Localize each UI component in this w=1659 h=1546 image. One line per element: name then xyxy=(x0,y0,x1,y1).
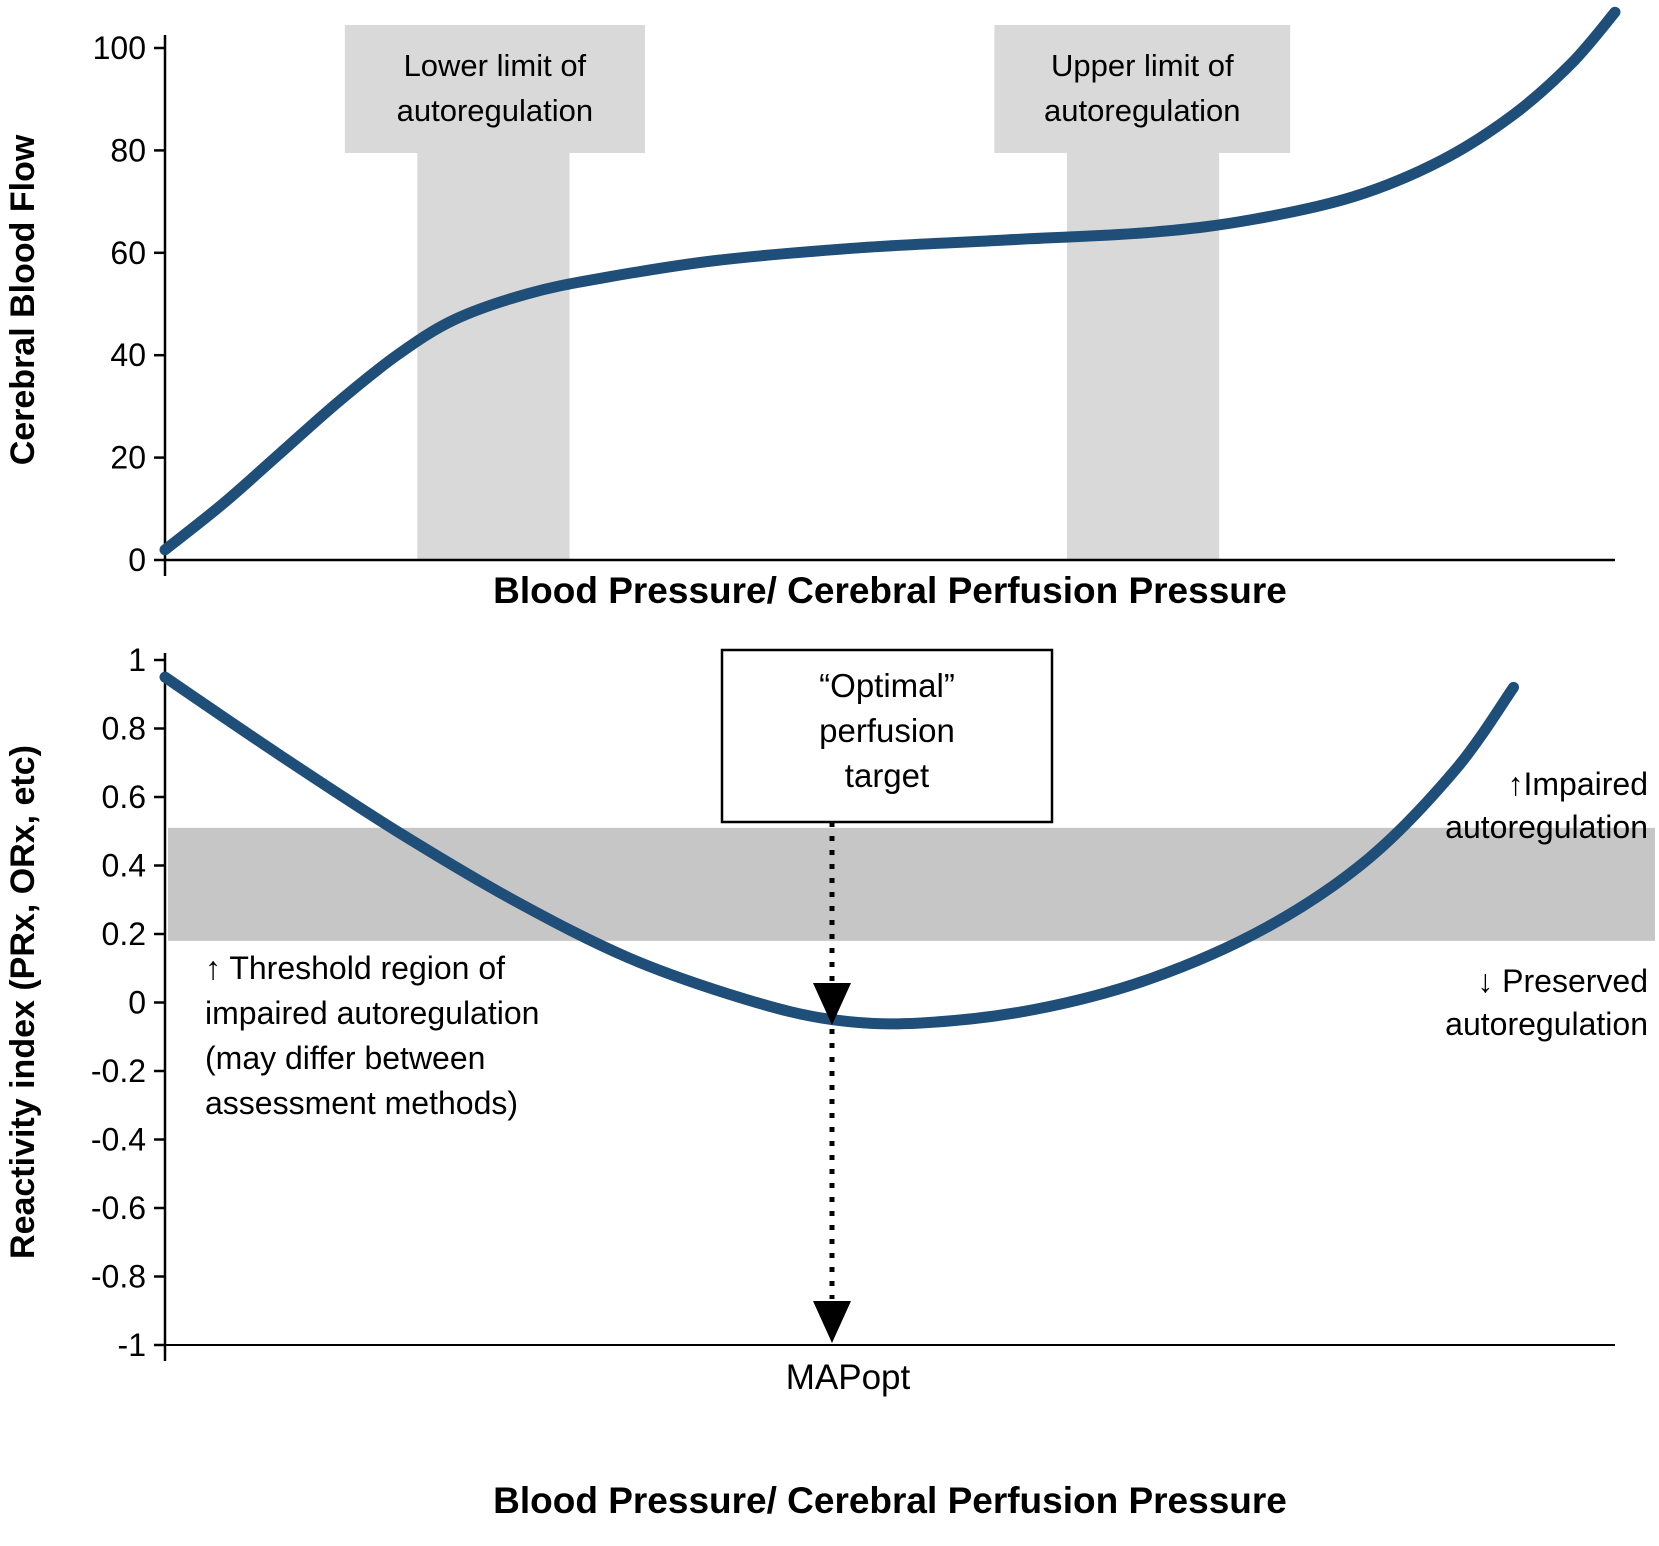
upper-limit-band-stem xyxy=(1066,153,1220,560)
y-tick-label: 0.8 xyxy=(102,711,146,747)
impaired-autoregulation-annotation: ↑Impaired xyxy=(1508,766,1649,802)
y-tick-label: 20 xyxy=(110,440,146,476)
optimal-target-label: target xyxy=(845,757,929,794)
impaired-autoregulation-annotation: autoregulation xyxy=(1445,809,1648,845)
lower-limit-band-label: Lower limit of xyxy=(404,48,587,83)
cerebral-blood-flow-curve xyxy=(159,6,1621,556)
cbf-y-axis-title: Cerebral Blood Flow xyxy=(4,134,42,465)
threshold-region-annotation: (may differ between xyxy=(205,1040,485,1076)
optimal-target-label: perfusion xyxy=(819,712,955,749)
optimal-arrowhead-at-curve xyxy=(813,983,851,1025)
y-tick-label: -0.6 xyxy=(91,1190,146,1226)
y-tick-label: 40 xyxy=(110,337,146,373)
optimal-target-box xyxy=(720,648,1054,824)
reactivity-x-axis-title: Blood Pressure/ Cerebral Perfusion Press… xyxy=(493,1480,1287,1521)
reactivity-plot-area: 1 0.8 0.6 0.4 0.2 0 -0.2 -0.4 -0.6 -0.8 -1 “Optimal… xyxy=(91,642,1655,1397)
upper-limit-band-label: Upper limit of xyxy=(1051,48,1234,83)
lower-limit-band-stem xyxy=(417,153,570,560)
threshold-region-annotation: assessment methods) xyxy=(205,1085,518,1121)
y-tick-label: -0.2 xyxy=(91,1053,146,1089)
reactivity-chart: 1 0.8 0.6 0.4 0.2 0 -0.2 -0.4 -0.6 -0.8 -1 “Optimal… xyxy=(4,642,1655,1521)
lower-limit-band-label: autoregulation xyxy=(397,93,594,128)
upper-limit-band-label: autoregulation xyxy=(1044,93,1241,128)
y-tick-label: -1 xyxy=(118,1327,146,1363)
y-tick-label: 0 xyxy=(128,985,146,1021)
reactivity-index-curve xyxy=(159,671,1519,1030)
y-tick-label: 0.2 xyxy=(102,916,146,952)
y-tick-label: -0.4 xyxy=(91,1122,146,1158)
threshold-band xyxy=(168,827,1655,941)
y-tick-label: 0.6 xyxy=(102,779,146,815)
cbf-plot-area: Lower limit of autoregulation Upper limit … xyxy=(93,6,1621,578)
mapopt-label: MAPopt xyxy=(786,1358,911,1397)
upper-limit-band-label-box xyxy=(994,25,1291,153)
y-tick-label: 60 xyxy=(110,235,146,271)
reactivity-y-axis-title: Reactivity index (PRx, ORx, etc) xyxy=(4,745,42,1259)
y-tick-label: -0.8 xyxy=(91,1259,146,1295)
preserved-autoregulation-annotation: ↓ Preserved xyxy=(1477,963,1648,999)
y-tick-label: 0 xyxy=(128,542,146,578)
optimal-target-label: “Optimal” xyxy=(819,667,955,704)
cbf-chart: Lower limit of autoregulation Upper limit … xyxy=(4,6,1621,611)
optimal-arrowhead-at-axis xyxy=(813,1301,851,1343)
lower-limit-band-label-box xyxy=(344,25,645,153)
y-tick-label: 0.4 xyxy=(102,848,146,884)
threshold-region-annotation: impaired autoregulation xyxy=(205,995,539,1031)
threshold-region-annotation: ↑ Threshold region of xyxy=(205,950,505,986)
y-tick-label: 80 xyxy=(110,132,146,168)
y-tick-label: 1 xyxy=(128,642,146,678)
y-tick-label: 100 xyxy=(93,30,146,66)
preserved-autoregulation-annotation: autoregulation xyxy=(1445,1006,1648,1042)
cbf-x-axis-title: Blood Pressure/ Cerebral Perfusion Press… xyxy=(493,570,1287,611)
